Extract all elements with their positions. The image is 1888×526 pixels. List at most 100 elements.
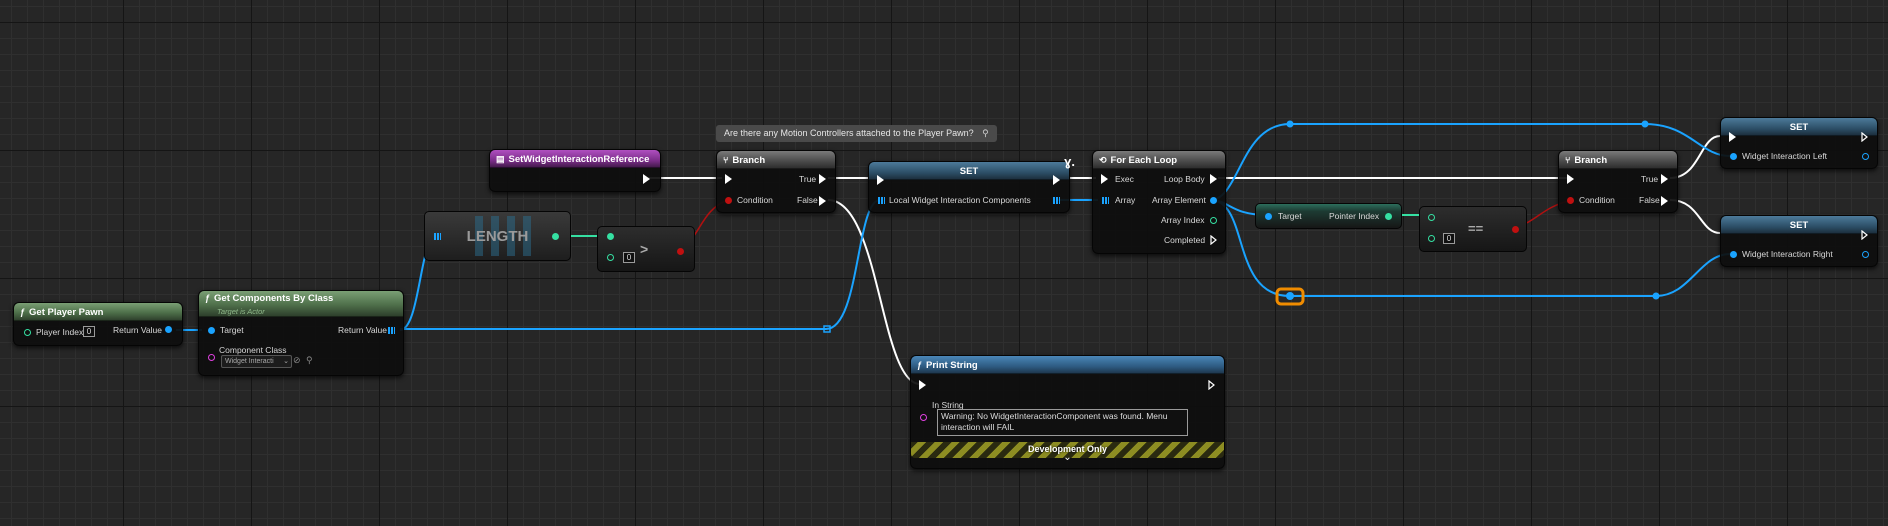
boolean-output-pin[interactable] — [1512, 226, 1519, 233]
exec-label: Exec — [1115, 174, 1134, 184]
value-output-pin[interactable] — [1862, 153, 1869, 160]
completed-label: Completed — [1164, 235, 1206, 245]
return-value-pin[interactable] — [165, 326, 172, 333]
boolean-output-pin[interactable] — [677, 248, 684, 255]
set-widget-interaction-left-node[interactable]: SET Widget Interaction Left — [1720, 117, 1878, 169]
exec-wire — [827, 199, 921, 385]
condition-pin[interactable] — [725, 197, 732, 204]
length-node[interactable]: LENGTH — [424, 211, 571, 261]
array-stripes-decoration — [467, 216, 531, 256]
exec-output-pin[interactable] — [1053, 175, 1060, 185]
loop-icon: ⟲ — [1099, 154, 1107, 165]
equals-node[interactable]: 0 == — [1419, 206, 1527, 252]
input-a-pin[interactable] — [607, 233, 614, 240]
branch-node-1[interactable]: ⑂ Branch Condition True False — [716, 150, 836, 213]
operator-label: == — [1468, 221, 1484, 236]
branch-icon: ⑂ — [1565, 155, 1571, 165]
return-value-array-pin[interactable] — [388, 327, 395, 334]
player-index-value[interactable]: 0 — [83, 326, 95, 337]
set-local-widget-interaction-components-node[interactable]: SET ɣ. Local Widget Interaction Componen… — [868, 154, 1075, 213]
true-exec-pin[interactable] — [819, 174, 826, 184]
array-index-label: Array Index — [1161, 215, 1205, 225]
pin-comment-icon[interactable]: ⚲ — [982, 128, 989, 138]
greater-than-node[interactable]: 0 > — [597, 226, 695, 272]
completed-exec-pin[interactable] — [1210, 234, 1218, 246]
exec-output-pin[interactable] — [1861, 229, 1869, 241]
input-b-pin[interactable] — [1428, 235, 1435, 242]
print-string-node[interactable]: ƒ Print String In String Warning: No Wid… — [910, 355, 1225, 469]
in-string-pin[interactable] — [920, 414, 927, 421]
node-title: Get Player Pawn — [29, 306, 104, 318]
event-icon: ▤ — [496, 153, 505, 164]
target-pin[interactable] — [208, 327, 215, 334]
node-title: Get Components By Class — [214, 293, 334, 304]
exec-output-pin[interactable] — [643, 174, 650, 184]
input-b-pin[interactable] — [607, 254, 614, 261]
component-class-value: Widget Interacti — [225, 358, 274, 365]
search-icon[interactable]: ⚲ — [306, 355, 313, 365]
component-class-dropdown[interactable]: Widget Interacti ⌄ — [221, 355, 292, 368]
node-title: For Each Loop — [1110, 154, 1178, 166]
true-label: True — [799, 174, 817, 184]
pointer-index-node[interactable]: Target Pointer Index — [1255, 203, 1402, 229]
function-icon: ƒ — [20, 307, 26, 317]
return-value-label: Return Value — [338, 325, 387, 335]
value-output-pin[interactable] — [1862, 251, 1869, 258]
comment-bubble[interactable]: Are there any Motion Controllers attache… — [716, 125, 997, 142]
exec-input-pin[interactable] — [1729, 132, 1736, 142]
pointer-index-pin[interactable] — [1385, 213, 1392, 220]
false-exec-pin[interactable] — [819, 196, 826, 206]
array-index-pin[interactable] — [1210, 217, 1217, 224]
node-title: LENGTH — [466, 228, 529, 245]
selected-reroute-knot — [1275, 287, 1305, 306]
target-pin[interactable] — [1265, 213, 1272, 220]
branch-node-2[interactable]: ⑂ Branch Condition True False — [1558, 150, 1678, 213]
player-index-pin[interactable] — [24, 329, 31, 336]
array-element-label: Array Element — [1152, 195, 1206, 205]
set-widget-interaction-reference-node[interactable]: ▤ SetWidgetInteractionReference — [489, 149, 661, 192]
for-each-loop-node[interactable]: ⟲ For Each Loop Exec Array Loop Body Arr… — [1092, 150, 1226, 254]
value-input-pin[interactable] — [1730, 153, 1737, 160]
set-widget-interaction-right-node[interactable]: SET Widget Interaction Right — [1720, 215, 1878, 267]
length-output-pin[interactable] — [552, 233, 559, 240]
exec-output-pin[interactable] — [1208, 379, 1216, 391]
value-input-pin[interactable] — [1730, 251, 1737, 258]
node-subtitle: Target is Actor — [217, 307, 265, 316]
array-output-pin[interactable] — [1053, 197, 1060, 204]
array-input-pin[interactable] — [878, 197, 885, 204]
false-label: False — [797, 195, 818, 205]
reroute-knot — [1641, 120, 1649, 128]
exec-output-pin[interactable] — [1861, 131, 1869, 143]
comment-text: Are there any Motion Controllers attache… — [724, 128, 974, 138]
true-exec-pin[interactable] — [1661, 174, 1668, 184]
branch-icon: ⑂ — [723, 155, 729, 165]
browse-icon[interactable]: ⊘ — [293, 355, 301, 365]
in-string-field[interactable]: Warning: No WidgetInteractionComponent w… — [937, 409, 1188, 436]
array-input-pin[interactable] — [1102, 197, 1109, 204]
loop-body-exec-pin[interactable] — [1210, 174, 1217, 184]
variable-label: Widget Interaction Left — [1742, 151, 1828, 161]
compare-value[interactable]: 0 — [1443, 233, 1455, 244]
exec-wire — [1669, 135, 1721, 179]
false-exec-pin[interactable] — [1661, 196, 1668, 206]
array-input-pin[interactable] — [434, 233, 441, 240]
exec-wire — [1669, 199, 1721, 234]
condition-label: Condition — [1579, 195, 1615, 205]
get-components-by-class-node[interactable]: ƒ Get Components By Class Target is Acto… — [198, 290, 404, 376]
pointer-index-label: Pointer Index — [1329, 211, 1380, 221]
exec-input-pin[interactable] — [725, 174, 732, 184]
exec-input-pin[interactable] — [1567, 174, 1574, 184]
player-index-label: Player Index — [36, 327, 84, 337]
get-player-pawn-node[interactable]: ƒ Get Player Pawn Player Index 0 Return … — [13, 302, 183, 346]
expand-chevron-icon[interactable]: ⌄ — [1063, 452, 1072, 463]
exec-input-pin[interactable] — [1101, 174, 1108, 184]
array-element-pin[interactable] — [1210, 197, 1217, 204]
exec-input-pin[interactable] — [919, 380, 926, 390]
variable-label: Local Widget Interaction Components — [889, 195, 1031, 205]
compare-value[interactable]: 0 — [623, 252, 635, 263]
component-class-pin[interactable] — [208, 354, 215, 361]
input-a-pin[interactable] — [1428, 214, 1435, 221]
array-label: Array — [1115, 195, 1136, 205]
condition-pin[interactable] — [1567, 197, 1574, 204]
exec-input-pin[interactable] — [877, 175, 884, 185]
